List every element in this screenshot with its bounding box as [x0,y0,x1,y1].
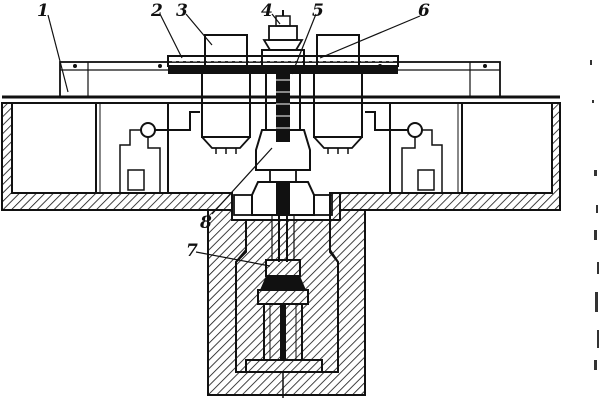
right-bay [389,102,463,194]
callout-7: 7 [186,241,198,261]
callout-4: 4 [261,1,273,21]
left-tank [201,34,251,154]
rotating-table [167,55,399,74]
right-drive-unit [365,111,443,193]
callouts: 1 2 3 4 5 6 7 8 [37,1,430,261]
left-bay [95,102,169,194]
callout-5: 5 [312,1,324,21]
foundation-slab [1,102,561,396]
right-tank [313,34,363,154]
central-spindle [233,10,333,262]
scan-margin-marks [590,60,599,370]
lower-drive-assembly [245,259,323,398]
callout-6: 6 [418,1,430,21]
callout-3: 3 [176,1,188,21]
callout-1: 1 [37,1,49,21]
left-drive-unit [119,111,200,193]
callout-8: 8 [199,213,212,233]
leader-lines [47,13,421,267]
callout-2: 2 [150,1,163,21]
